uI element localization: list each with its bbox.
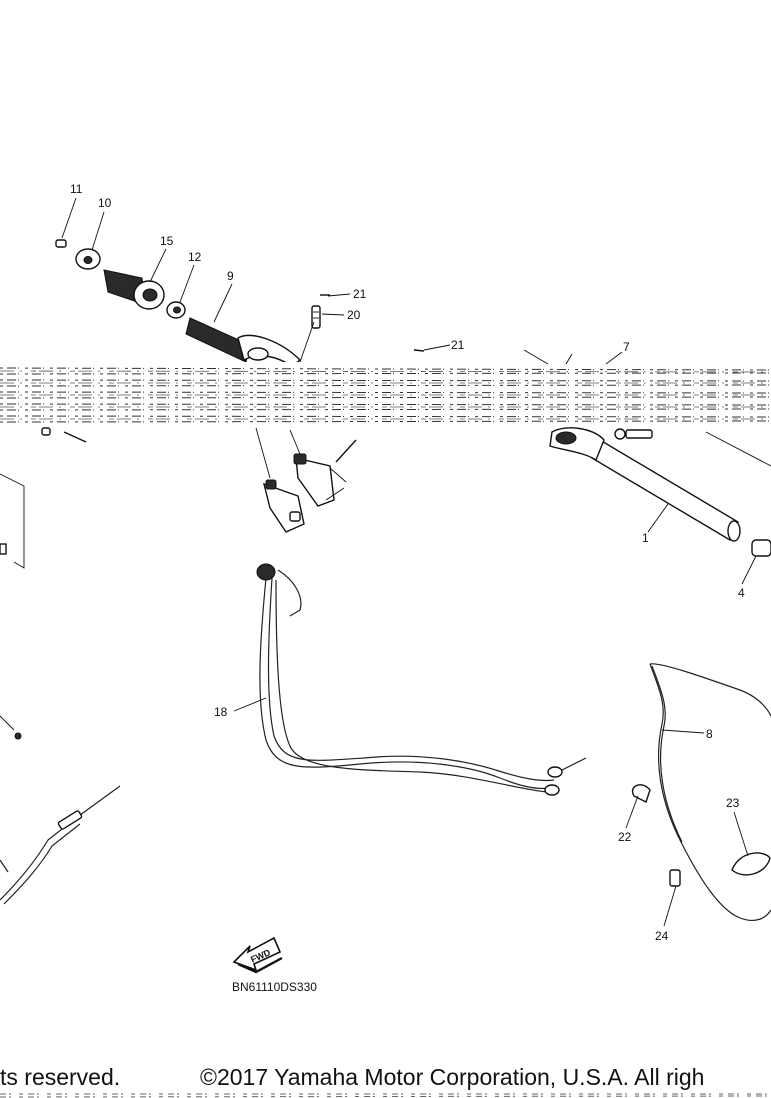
callout-24: 24 — [655, 929, 669, 943]
callout-10: 10 — [98, 196, 112, 210]
callout-21a: 21 — [353, 287, 367, 301]
bolt-right-handlebar[interactable] — [614, 428, 653, 440]
copyright-fragment-left: ts reserved. — [0, 1064, 120, 1090]
callout-15: 15 — [160, 234, 174, 248]
callout-1: 1 — [642, 531, 649, 545]
drawing-code: BN61110DS330 — [232, 980, 317, 994]
callout-18: 18 — [214, 705, 228, 719]
throttle-cable-left[interactable] — [0, 785, 121, 905]
fwd-arrow-icon: FWD — [232, 936, 283, 974]
image-noise-band — [0, 362, 771, 428]
leader-lines — [61, 197, 771, 927]
handlebar-left-part-9[interactable] — [185, 317, 302, 367]
bolt-part-11[interactable] — [55, 239, 67, 248]
grip-part-15[interactable] — [103, 269, 165, 310]
clip-part-23[interactable] — [731, 852, 771, 876]
callout-23: 23 — [726, 796, 740, 810]
callout-labels: 11 10 15 12 9 21 20 21 7 1 4 18 8 23 22 … — [70, 182, 745, 943]
copyright-text: ©2017 Yamaha Motor Corporation, U.S.A. A… — [200, 1064, 704, 1090]
small-part-left-edge — [0, 715, 22, 740]
callout-22: 22 — [618, 830, 632, 844]
grip-end-part-10[interactable] — [75, 248, 101, 270]
clamp-part-22[interactable] — [631, 784, 651, 803]
collar-part-12[interactable] — [166, 301, 186, 319]
handlebar-right-part-1[interactable] — [549, 427, 741, 542]
callout-7: 7 — [623, 340, 630, 354]
weight-part-4[interactable] — [751, 539, 771, 557]
bracket-left-edge — [0, 473, 25, 569]
callout-4: 4 — [738, 586, 745, 600]
hose-part-8[interactable] — [649, 663, 771, 922]
fitting-part-24[interactable] — [669, 869, 681, 887]
holder-lower-right[interactable] — [293, 439, 357, 507]
callout-9: 9 — [227, 269, 234, 283]
pin-part-21b[interactable] — [413, 349, 425, 352]
holder-lower-left[interactable] — [263, 479, 305, 533]
callout-20: 20 — [347, 308, 361, 322]
callout-11: 11 — [70, 182, 83, 196]
bottom-noise-strip — [0, 1093, 771, 1098]
cable-part-18[interactable] — [256, 563, 587, 796]
callout-12: 12 — [188, 250, 202, 264]
callout-8: 8 — [706, 727, 713, 741]
callout-21b: 21 — [451, 338, 465, 352]
bolt-left-below-band[interactable] — [41, 427, 87, 443]
